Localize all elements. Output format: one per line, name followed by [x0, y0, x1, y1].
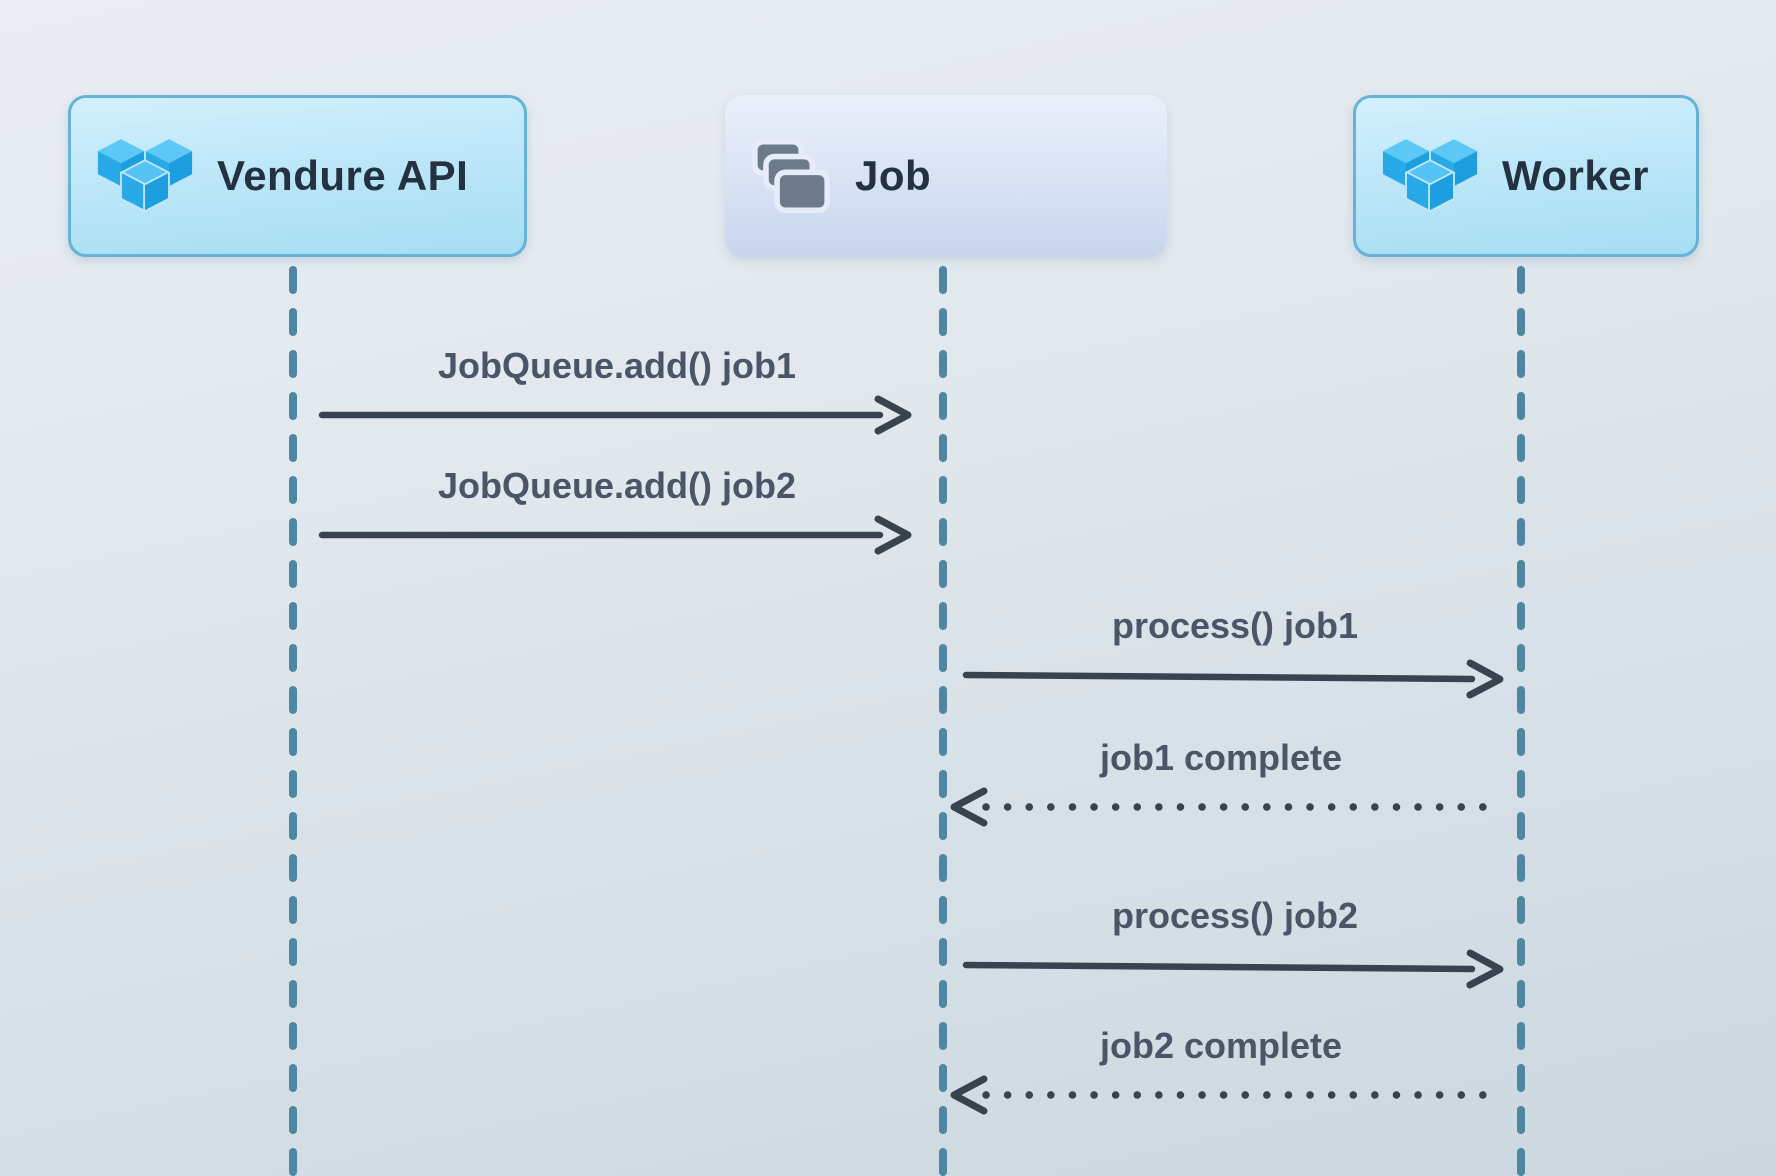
message-label: JobQueue.add() job1	[437, 345, 796, 386]
message-arrow-solid	[962, 659, 1504, 699]
message-arrow-solid	[962, 949, 1504, 989]
message-label: job1 complete	[1099, 737, 1343, 778]
lifeline-worker	[1517, 266, 1525, 1176]
message-label: process() job2	[1111, 895, 1359, 936]
message-arrow-dotted	[950, 1075, 1494, 1115]
actor-label-job: Job	[855, 152, 932, 199]
actor-job: Job	[725, 95, 1167, 257]
actor-worker: Worker	[1353, 95, 1699, 257]
message-arrow-solid	[318, 395, 912, 435]
vendure-logo-icon	[1382, 137, 1478, 215]
message-label: job2 complete	[1099, 1025, 1343, 1066]
lifeline-job	[939, 266, 947, 1176]
message-arrow-solid	[318, 515, 912, 555]
vendure-logo-icon	[97, 137, 193, 215]
lifeline-vendure-api	[289, 266, 297, 1176]
message-arrow-dotted	[950, 787, 1494, 827]
job-stack-icon	[751, 138, 831, 214]
message-label: JobQueue.add() job2	[437, 465, 796, 506]
message-label: process() job1	[1111, 605, 1359, 646]
actor-vendure-api: Vendure API	[68, 95, 527, 257]
actor-label-vendure-api: Vendure API	[217, 152, 469, 199]
actor-label-worker: Worker	[1502, 152, 1649, 199]
